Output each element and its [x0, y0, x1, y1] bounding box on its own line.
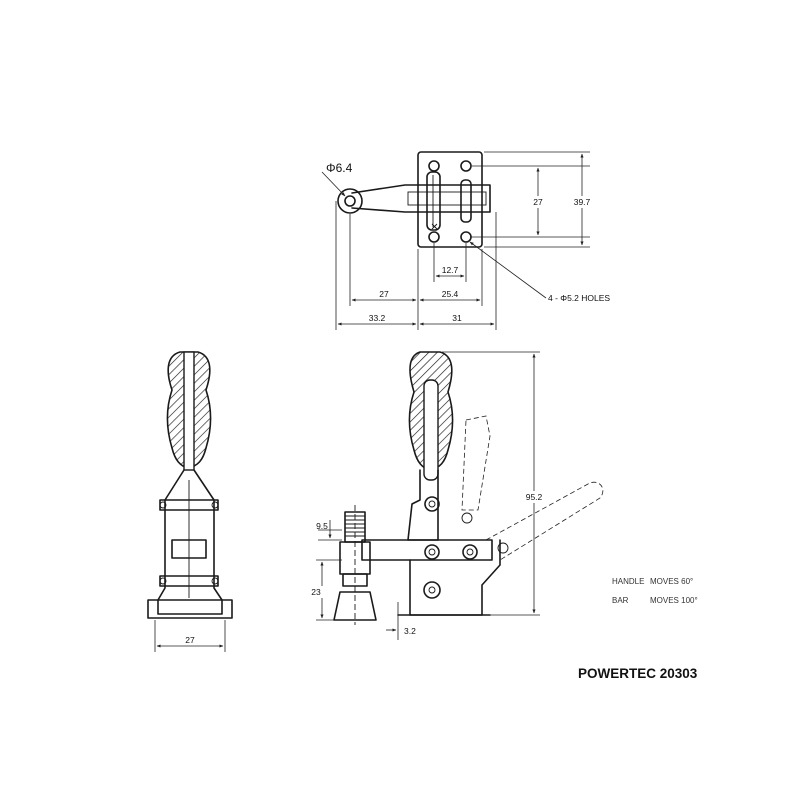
bar-value: MOVES 100°	[650, 596, 698, 605]
handle-open-position	[485, 481, 604, 561]
side-view: 95.2 9.5 23 3.2	[310, 351, 604, 640]
dim-23: 23	[311, 587, 321, 597]
front-view: 27	[147, 351, 233, 652]
dim-95-2: 95.2	[526, 492, 543, 502]
dim-12-7: 12.7	[442, 265, 459, 275]
front-body	[157, 469, 223, 615]
top-handle	[426, 171, 441, 231]
bar-label: BAR	[612, 596, 629, 605]
side-base	[409, 539, 501, 616]
mount-hole	[460, 160, 472, 172]
dim-33-2: 33.2	[369, 313, 386, 323]
top-arm	[351, 184, 491, 213]
dim-25-4: 25.4	[442, 289, 459, 299]
hole-leader	[321, 171, 346, 197]
handle-label: HANDLE	[612, 577, 644, 586]
pin-end	[159, 577, 167, 585]
pivot	[461, 512, 473, 524]
pivot	[462, 544, 478, 560]
dim-text-bg	[522, 491, 546, 503]
top-arm-slot	[407, 191, 487, 206]
dim-27-front: 27	[185, 635, 195, 645]
dim-27-horizontal: 27	[379, 289, 389, 299]
pivot-center	[428, 586, 436, 594]
top-view: Φ6.4 27 39.7 12.7 27 25.4 33.2 31 4 - Φ5…	[321, 151, 610, 330]
pivot-center	[428, 548, 436, 556]
motion-notes: HANDLE MOVES 60° BAR MOVES 100°	[612, 577, 698, 605]
side-arm	[361, 539, 493, 561]
pivot-center	[428, 500, 436, 508]
dim-9-5: 9.5	[316, 521, 328, 531]
side-handle-core	[423, 379, 439, 481]
dim-text-bg	[530, 196, 546, 208]
dim-text-bg	[310, 586, 326, 598]
arm-eye	[337, 188, 363, 214]
handle-value: MOVES 60°	[650, 577, 693, 586]
pivot-mark	[431, 223, 438, 230]
pin-end	[159, 501, 167, 509]
pivot-center	[466, 548, 474, 556]
pin-end	[211, 577, 219, 585]
dim-27-vertical: 27	[533, 197, 543, 207]
mount-hole	[428, 231, 440, 243]
dim-39-7: 39.7	[574, 197, 591, 207]
bar-open-position	[461, 415, 491, 511]
pivot	[424, 544, 440, 560]
pivot	[423, 581, 441, 599]
holes-leader	[469, 241, 547, 299]
dim-3-2: 3.2	[404, 626, 416, 636]
front-handle-core	[183, 351, 195, 471]
side-lever	[407, 469, 439, 541]
dim-31: 31	[452, 313, 462, 323]
top-base-plate	[417, 151, 483, 248]
hole-diameter-label: Φ6.4	[326, 161, 353, 175]
dim-text-bg	[570, 196, 594, 208]
front-base	[147, 599, 233, 619]
pivot	[497, 542, 509, 554]
holes-note: 4 - Φ5.2 HOLES	[548, 293, 610, 303]
top-link	[460, 179, 472, 223]
mount-hole	[428, 160, 440, 172]
arm-eye-hole	[344, 195, 356, 207]
pin-end	[211, 501, 219, 509]
pivot	[424, 496, 440, 512]
mount-hole	[460, 231, 472, 243]
spindle-tip	[333, 591, 377, 621]
product-title: POWERTEC 20303	[578, 666, 698, 681]
